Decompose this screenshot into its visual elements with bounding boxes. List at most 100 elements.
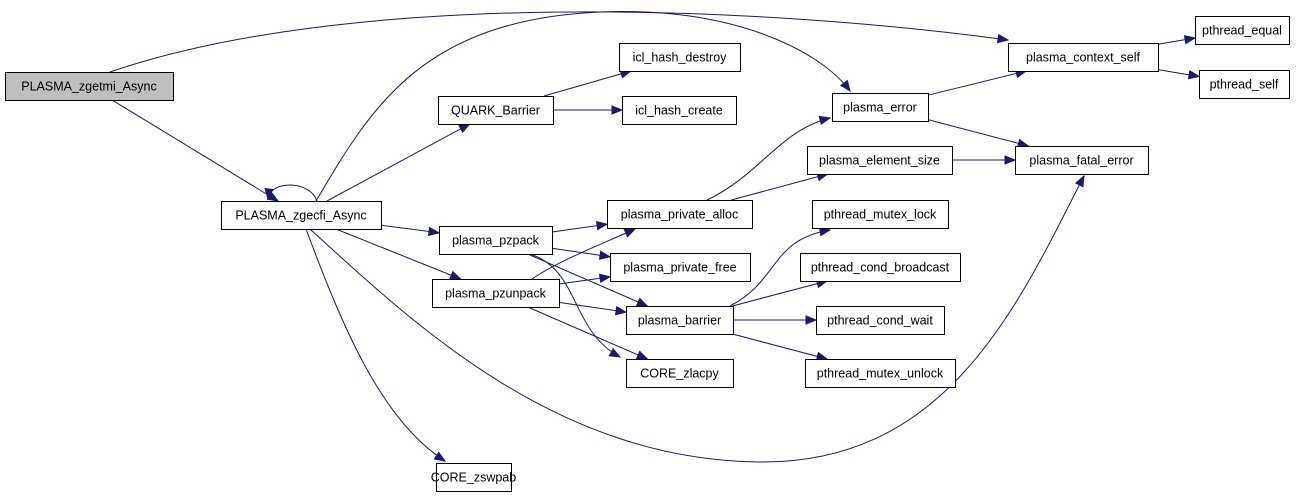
edge-zgecfi-to-core-zswpab xyxy=(305,228,446,462)
node-box xyxy=(438,96,554,125)
edge-zgecfi-to-plasma-error xyxy=(315,10,851,202)
node-label: plasma_fatal_error xyxy=(1029,154,1133,168)
edge-zgecfi-to-plasma-pzunpack xyxy=(335,228,461,280)
node-box xyxy=(800,253,961,282)
node-box xyxy=(439,226,553,255)
edge-plasma-pzunpack-to-plasma-private-alloc-arrowhead xyxy=(623,228,637,238)
node-label: icl_hash_create xyxy=(635,104,723,118)
node-label: pthread_equal xyxy=(1202,24,1282,38)
node-plasma-context-self[interactable]: plasma_context_self xyxy=(1008,43,1159,72)
edge-plasma-pzpack-to-plasma-private-free-arrowhead xyxy=(598,250,612,260)
edge-plasma-pzunpack-to-plasma-barrier-arrowhead xyxy=(614,305,628,316)
node-box xyxy=(5,72,174,101)
node-box xyxy=(607,200,753,229)
node-zgecfi[interactable]: PLASMA_zgecfi_Async xyxy=(221,201,382,230)
edge-zgecfi-to-core-zswpab-arrowhead xyxy=(433,451,447,462)
node-pthread-self[interactable]: pthread_self xyxy=(1199,70,1290,99)
node-plasma-barrier[interactable]: plasma_barrier xyxy=(626,306,734,335)
edge-zgetmi-to-plasma-context-self xyxy=(109,11,1009,73)
node-plasma-element-size[interactable]: plasma_element_size xyxy=(807,146,953,175)
node-label: plasma_private_alloc xyxy=(621,208,738,222)
edge-zgecfi-to-quark-barrier xyxy=(326,123,470,202)
node-pthread-cond-wait[interactable]: pthread_cond_wait xyxy=(816,306,945,335)
edge-plasma-context-self-to-pthread-equal-arrowhead xyxy=(1183,35,1197,45)
edge-quark-barrier-to-icl-hash-create-arrowhead xyxy=(611,105,624,115)
node-plasma-pzpack[interactable]: plasma_pzpack xyxy=(439,226,553,255)
node-label: PLASMA_zgetmi_Async xyxy=(21,80,156,94)
node-core-zswpab[interactable]: CORE_zswpab xyxy=(431,463,516,492)
edge-plasma-error-to-plasma-context-self xyxy=(927,70,1027,96)
node-label: pthread_cond_broadcast xyxy=(811,261,950,275)
node-box xyxy=(626,306,734,335)
node-plasma-pzunpack[interactable]: plasma_pzunpack xyxy=(432,279,560,308)
edge-plasma-private-alloc-to-plasma-error-arrowhead xyxy=(818,115,832,126)
node-core-zlacpy[interactable]: CORE_zlacpy xyxy=(626,359,734,388)
node-box xyxy=(1015,146,1149,175)
edge-plasma-element-size-to-plasma-fatal-error-arrowhead xyxy=(1004,155,1017,165)
node-plasma-private-free[interactable]: plasma_private_free xyxy=(610,253,751,282)
node-pthread-equal[interactable]: pthread_equal xyxy=(1195,16,1290,45)
node-label: plasma_context_self xyxy=(1026,51,1140,65)
node-label: plasma_error xyxy=(843,101,917,115)
node-label: QUARK_Barrier xyxy=(451,104,540,118)
node-quark-barrier[interactable]: QUARK_Barrier xyxy=(438,96,554,125)
node-pthread-cond-broadcast[interactable]: pthread_cond_broadcast xyxy=(800,253,961,282)
edge-plasma-context-self-to-pthread-self-arrowhead xyxy=(1187,70,1201,80)
node-box xyxy=(805,359,956,388)
node-box xyxy=(812,200,949,229)
edge-plasma-pzunpack-to-plasma-private-free-arrowhead xyxy=(598,273,612,284)
edge-plasma-pzpack-to-plasma-private-alloc-arrowhead xyxy=(595,221,609,231)
node-icl-hash-create[interactable]: icl_hash_create xyxy=(622,96,737,125)
node-plasma-error[interactable]: plasma_error xyxy=(832,93,929,122)
node-label: pthread_mutex_unlock xyxy=(817,367,944,381)
edge-zgecfi-to-plasma-pzpack-arrowhead xyxy=(427,226,441,237)
node-label: CORE_zlacpy xyxy=(640,367,719,381)
node-box xyxy=(622,96,737,125)
edge-quark-barrier-to-icl-hash-destroy xyxy=(543,70,632,97)
node-box xyxy=(807,146,953,175)
node-icl-hash-destroy[interactable]: icl_hash_destroy xyxy=(619,43,741,72)
edge-plasma-private-alloc-to-plasma-element-size xyxy=(731,173,828,201)
edge-plasma-pzunpack-to-plasma-barrier xyxy=(558,301,627,313)
edge-plasma-pzunpack-to-core-zlacpy xyxy=(527,306,648,360)
node-box xyxy=(626,359,734,388)
node-box xyxy=(832,93,929,122)
node-pthread-mutex-unlock[interactable]: pthread_mutex_unlock xyxy=(805,359,956,388)
edge-plasma-pzunpack-to-core-zlacpy-arrowhead xyxy=(635,350,649,360)
node-label: plasma_pzpack xyxy=(452,234,540,248)
edge-zgecfi-to-quark-barrier-arrowhead xyxy=(458,123,471,134)
node-label: PLASMA_zgecfi_Async xyxy=(235,209,366,223)
node-label: CORE_zswpab xyxy=(431,471,516,485)
edge-zgecfi-to-zgecfi-arrowhead xyxy=(264,188,274,201)
node-box xyxy=(816,306,945,335)
node-box xyxy=(432,279,560,308)
node-label: plasma_element_size xyxy=(819,154,940,168)
node-box xyxy=(221,201,382,230)
node-label: plasma_private_free xyxy=(623,261,736,275)
node-box xyxy=(1008,43,1159,72)
node-label: pthread_self xyxy=(1210,78,1279,92)
edge-plasma-barrier-to-pthread-cond-wait-arrowhead xyxy=(805,315,818,325)
edge-plasma-barrier-to-pthread-cond-broadcast xyxy=(732,280,828,307)
edge-plasma-barrier-to-pthread-mutex-lock xyxy=(729,229,831,307)
node-label: pthread_mutex_lock xyxy=(824,208,937,222)
edge-plasma-pzpack-to-core-zlacpy xyxy=(529,253,621,358)
node-pthread-mutex-lock[interactable]: pthread_mutex_lock xyxy=(812,200,949,229)
node-plasma-private-alloc[interactable]: plasma_private_alloc xyxy=(607,200,753,229)
node-plasma-fatal-error[interactable]: plasma_fatal_error xyxy=(1015,146,1149,175)
edge-plasma-private-alloc-to-plasma-error xyxy=(706,117,831,201)
edge-plasma-pzunpack-to-plasma-private-alloc xyxy=(531,228,636,280)
node-box xyxy=(619,43,741,72)
edge-zgetmi-to-zgecfi xyxy=(111,99,279,202)
edge-plasma-barrier-to-pthread-mutex-unlock xyxy=(732,333,828,360)
edge-zgetmi-to-plasma-context-self-arrowhead xyxy=(996,33,1010,44)
edge-zgecfi-to-plasma-fatal-error-arrowhead xyxy=(1074,174,1085,188)
edges-layer xyxy=(109,10,1201,463)
edge-zgecfi-to-plasma-fatal-error xyxy=(309,175,1085,463)
node-box xyxy=(1199,70,1290,99)
node-label: icl_hash_destroy xyxy=(633,51,728,65)
node-zgetmi[interactable]: PLASMA_zgetmi_Async xyxy=(5,72,174,101)
edge-plasma-pzpack-to-plasma-barrier-arrowhead xyxy=(635,297,649,307)
edge-plasma-pzpack-to-core-zlacpy-arrowhead xyxy=(608,347,622,358)
